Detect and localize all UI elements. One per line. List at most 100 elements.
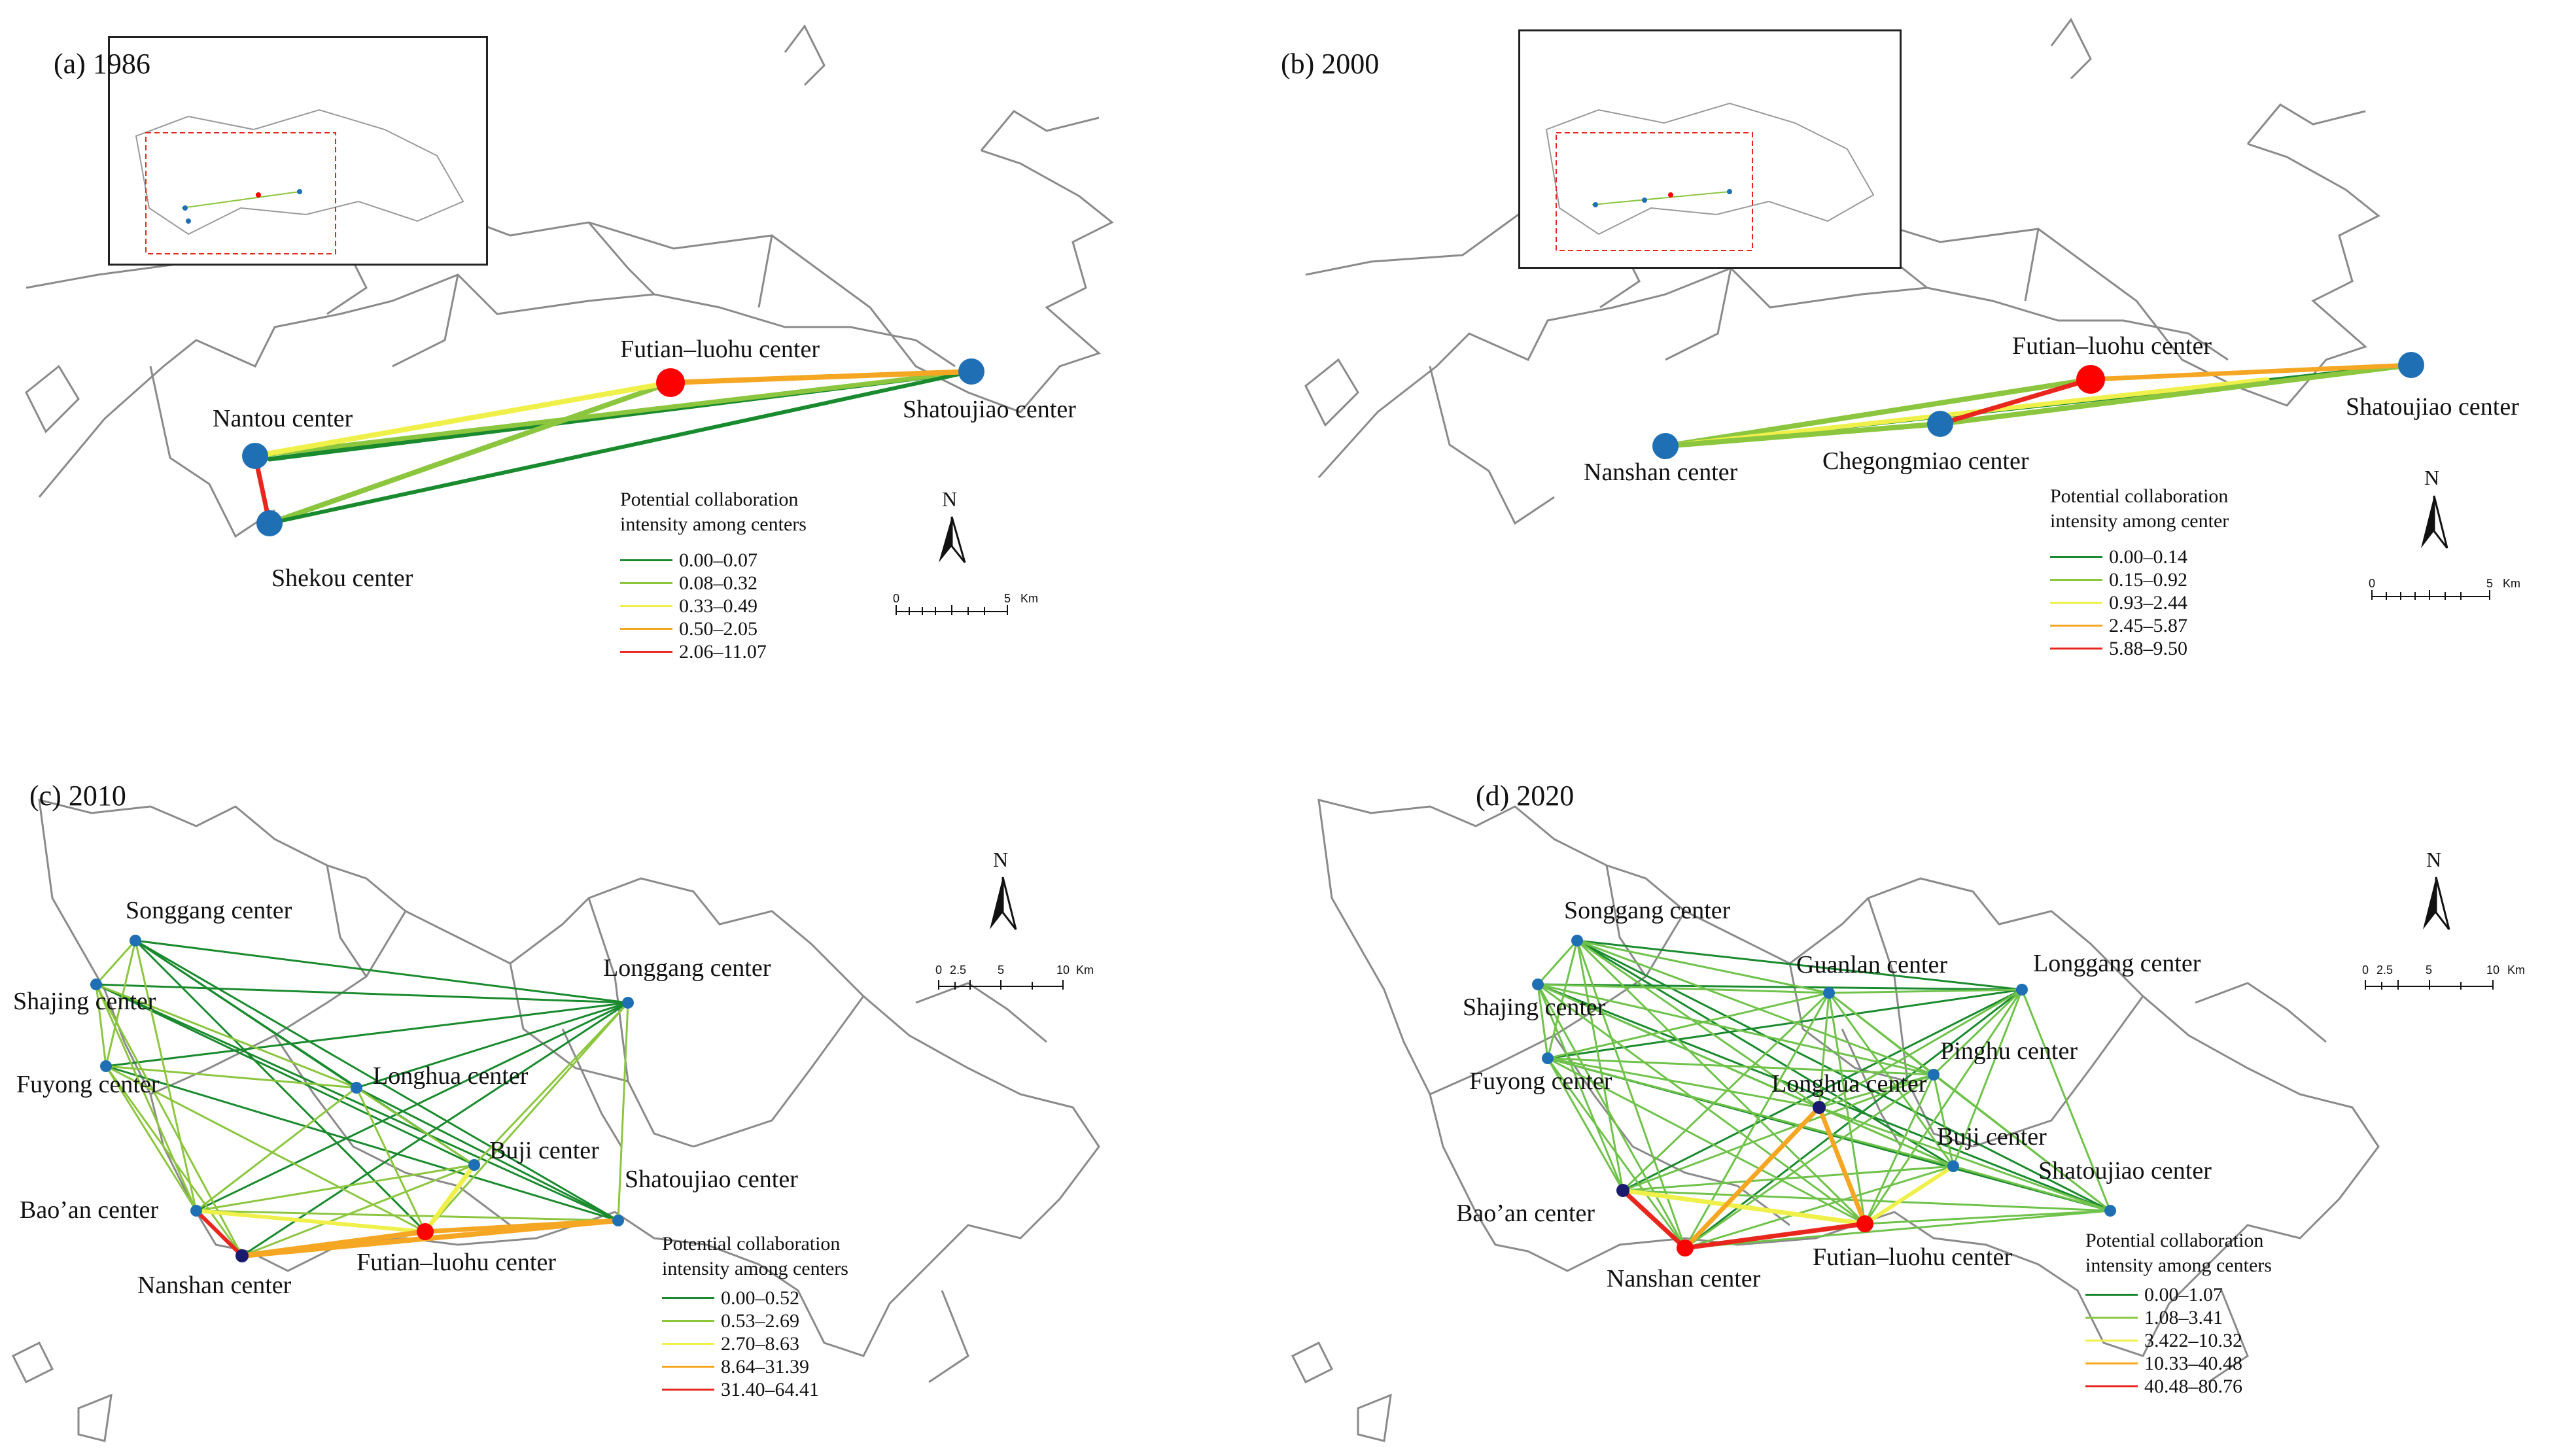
legend-title-line2: intensity among centers (662, 1258, 848, 1279)
north-arrow (2421, 495, 2448, 549)
legend-title-line1: Potential collaboration (2050, 485, 2229, 507)
legend-swatch (2085, 1317, 2138, 1319)
legend-row: 0.00–0.52 (662, 1287, 848, 1309)
center-label-longhua: Longhua center (373, 1062, 529, 1090)
center-label-chegongmiao: Chegongmiao center (1822, 447, 2029, 475)
legend-swatch (620, 651, 672, 653)
center-label-guanlan: Guanlan center (1796, 951, 1948, 979)
legend-row: 0.00–1.07 (2085, 1283, 2272, 1306)
north-label: N (993, 848, 1009, 871)
center-label-baoan: Bao’an center (1456, 1200, 1595, 1227)
legend: Potential collaboration intensity among … (662, 1232, 848, 1401)
legend-class-label: 5.88–9.50 (2109, 637, 2187, 659)
panel-title: (d) 2020 (1476, 780, 1575, 812)
center-label-futian-luohu: Futian–luohu center (2012, 332, 2212, 360)
scale-unit: Km (1076, 963, 1094, 977)
center-label-nanshan: Nanshan center (1584, 459, 1738, 486)
center-label-futian-luohu: Futian–luohu center (357, 1249, 556, 1276)
legend-row: 0.33–0.49 (620, 595, 807, 617)
legend-class-label: 0.50–2.05 (679, 617, 757, 640)
map-panel-2020: (d) 2020 Songgang center Guanlan center … (1280, 728, 2559, 1456)
legend-title-line2: intensity among center (2050, 510, 2229, 532)
scale-bar (896, 605, 1008, 615)
center-label-shajing: Shajing center (1463, 994, 1606, 1021)
legend-class-label: 3.422–10.32 (2144, 1329, 2242, 1351)
legend-class-label: 0.00–0.52 (721, 1287, 799, 1309)
center-label-pinghu: Pinghu center (1940, 1037, 2078, 1065)
legend-row: 31.40–64.41 (662, 1378, 848, 1401)
legend-swatch (620, 628, 672, 630)
center-nodes (90, 935, 634, 1262)
scale-tick: 5 (998, 963, 1005, 977)
legend-row: 8.64–31.39 (662, 1355, 848, 1378)
legend-class-label: 0.93–2.44 (2109, 591, 2187, 614)
collaboration-links (95, 939, 629, 1258)
collaboration-links (252, 369, 974, 526)
scale-bar (2371, 590, 2490, 600)
north-label: N (2426, 848, 2442, 871)
center-label-shatoujiao: Shatoujiao center (625, 1166, 798, 1193)
center-label-songgang: Songgang center (1564, 897, 1731, 924)
legend-row: 10.33–40.48 (2085, 1352, 2272, 1375)
scale-bar (2365, 980, 2494, 990)
legend-row: 0.53–2.69 (662, 1309, 848, 1332)
scale-tick: 0 (935, 963, 943, 977)
legend-swatch (2050, 625, 2102, 627)
center-label-longhua: Longhua center (1771, 1070, 1927, 1098)
legend-class-label: 40.48–80.76 (2144, 1375, 2242, 1397)
legend-class-label: 2.70–8.63 (721, 1332, 799, 1355)
center-label-songgang: Songgang center (126, 897, 292, 924)
center-label-shatoujiao: Shatoujiao center (903, 396, 1076, 423)
center-label-nanshan: Nanshan center (137, 1272, 292, 1299)
center-label-fuyong: Fuyong center (1469, 1067, 1612, 1095)
collaboration-links (1537, 939, 2112, 1251)
legend-row: 0.15–0.92 (2050, 568, 2229, 591)
legend-swatch (662, 1320, 714, 1322)
legend-swatch (662, 1389, 714, 1391)
legend: Potential collaboration intensity among … (620, 487, 807, 663)
legend-class-label: 1.08–3.41 (2144, 1306, 2223, 1328)
north-arrow (990, 876, 1017, 930)
legend: Potential collaboration intensity among … (2050, 484, 2229, 660)
map-panel-1986: (a) 1986 Futian–luohu center Nantou cent… (0, 0, 1280, 728)
legend-swatch (2085, 1340, 2138, 1342)
legend-class-label: 0.15–0.92 (2109, 568, 2187, 591)
legend-row: 2.06–11.07 (620, 640, 807, 663)
legend: Potential collaboration intensity among … (2085, 1228, 2272, 1398)
legend-row: 0.50–2.05 (620, 617, 807, 640)
legend-class-label: 31.40–64.41 (721, 1378, 819, 1400)
map-panel-2010: (c) 2010 Songgang center Longgang center… (0, 728, 1280, 1456)
center-label-nanshan: Nanshan center (1607, 1265, 1761, 1292)
center-nodes (1532, 935, 2116, 1257)
scale-tick: 5 (2426, 963, 2433, 977)
map-1986-canvas (25, 24, 1114, 615)
scale-labels: 0 5 Km (2369, 577, 2520, 591)
legend-title-line1: Potential collaboration (2085, 1230, 2264, 1251)
legend-class-label: 0.00–1.07 (2144, 1283, 2223, 1306)
panel-title: (c) 2010 (29, 780, 126, 812)
legend-class-label: 0.00–0.14 (2109, 546, 2187, 568)
locator-inset-2000 (1518, 29, 1902, 269)
legend-class-label: 0.33–0.49 (679, 595, 757, 617)
legend-swatch (2050, 602, 2102, 604)
legend-title-line1: Potential collaboration (662, 1233, 841, 1255)
legend-row: 2.70–8.63 (662, 1332, 848, 1355)
map-2020-canvas (1291, 799, 2494, 1442)
north-arrow (2423, 876, 2450, 930)
center-label-shajing: Shajing center (13, 988, 156, 1015)
north-arrow (939, 516, 966, 563)
legend-row: 1.08–3.41 (2085, 1306, 2272, 1329)
legend-swatch (2050, 556, 2102, 558)
scale-tick: 0 (2369, 577, 2376, 590)
legend-swatch (620, 559, 672, 561)
center-label-baoan: Bao’an center (20, 1196, 159, 1224)
scale-unit: Km (1020, 592, 1038, 605)
legend-swatch (620, 582, 672, 584)
map-2010-canvas (11, 799, 1100, 1442)
center-label-longgang: Longgang center (603, 954, 771, 982)
north-label: N (2424, 466, 2440, 489)
center-label-nantou: Nantou center (213, 405, 353, 432)
panel-title: (b) 2000 (1281, 48, 1380, 80)
legend-swatch (2085, 1385, 2138, 1387)
legend-class-label: 0.53–2.69 (721, 1309, 799, 1332)
